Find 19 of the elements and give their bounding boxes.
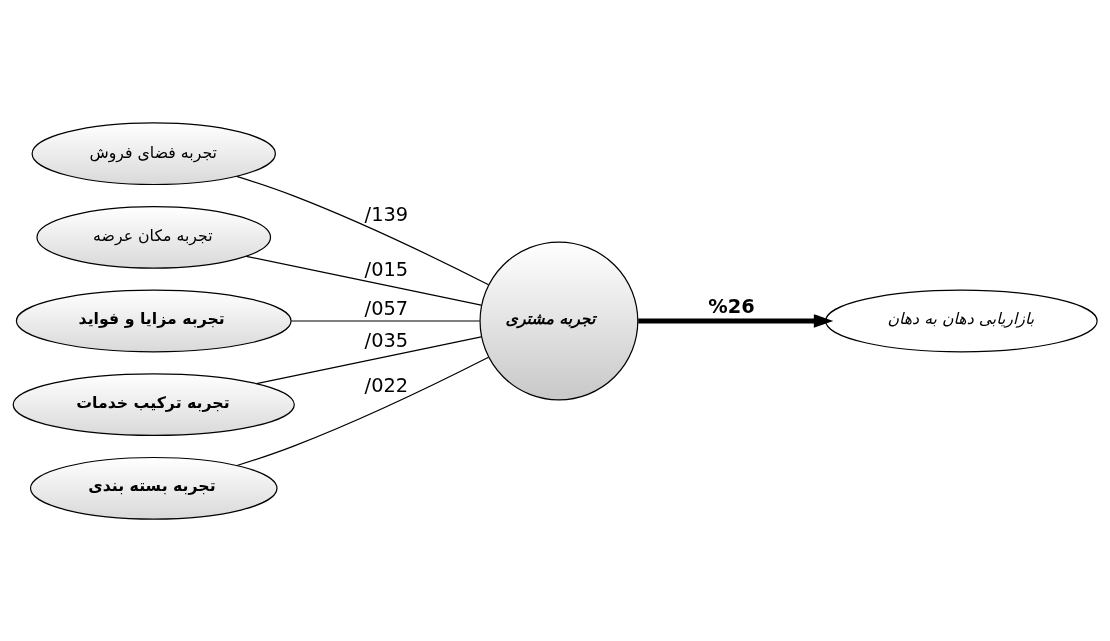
- connector: [256, 335, 482, 384]
- node-ellipse: تجربه بسته بندی: [29, 456, 278, 520]
- node-ellipse: تجربه مکان عرضه: [36, 205, 272, 269]
- edge-label: /139: [364, 202, 409, 226]
- connector: [290, 319, 481, 322]
- node-ellipse: تجربه ترکیب خدمات: [12, 372, 295, 436]
- edge-label: /057: [364, 296, 409, 320]
- connector: [236, 356, 490, 466]
- node-ellipse: تجربه فضای فروش: [31, 121, 276, 185]
- edge-label: /035: [364, 328, 409, 352]
- node-circle: تجربه مشتری: [479, 241, 639, 400]
- edge-label: /015: [364, 257, 409, 281]
- node-ellipse: تجربه مزایا و فواید: [15, 289, 292, 352]
- connector: [236, 175, 490, 285]
- edge-label: %26: [708, 294, 755, 318]
- arrow: [638, 313, 834, 328]
- node-ellipse: بازاریابی دهان به دهان: [825, 289, 1098, 352]
- connector: [245, 255, 482, 306]
- edge-label: /022: [364, 373, 409, 397]
